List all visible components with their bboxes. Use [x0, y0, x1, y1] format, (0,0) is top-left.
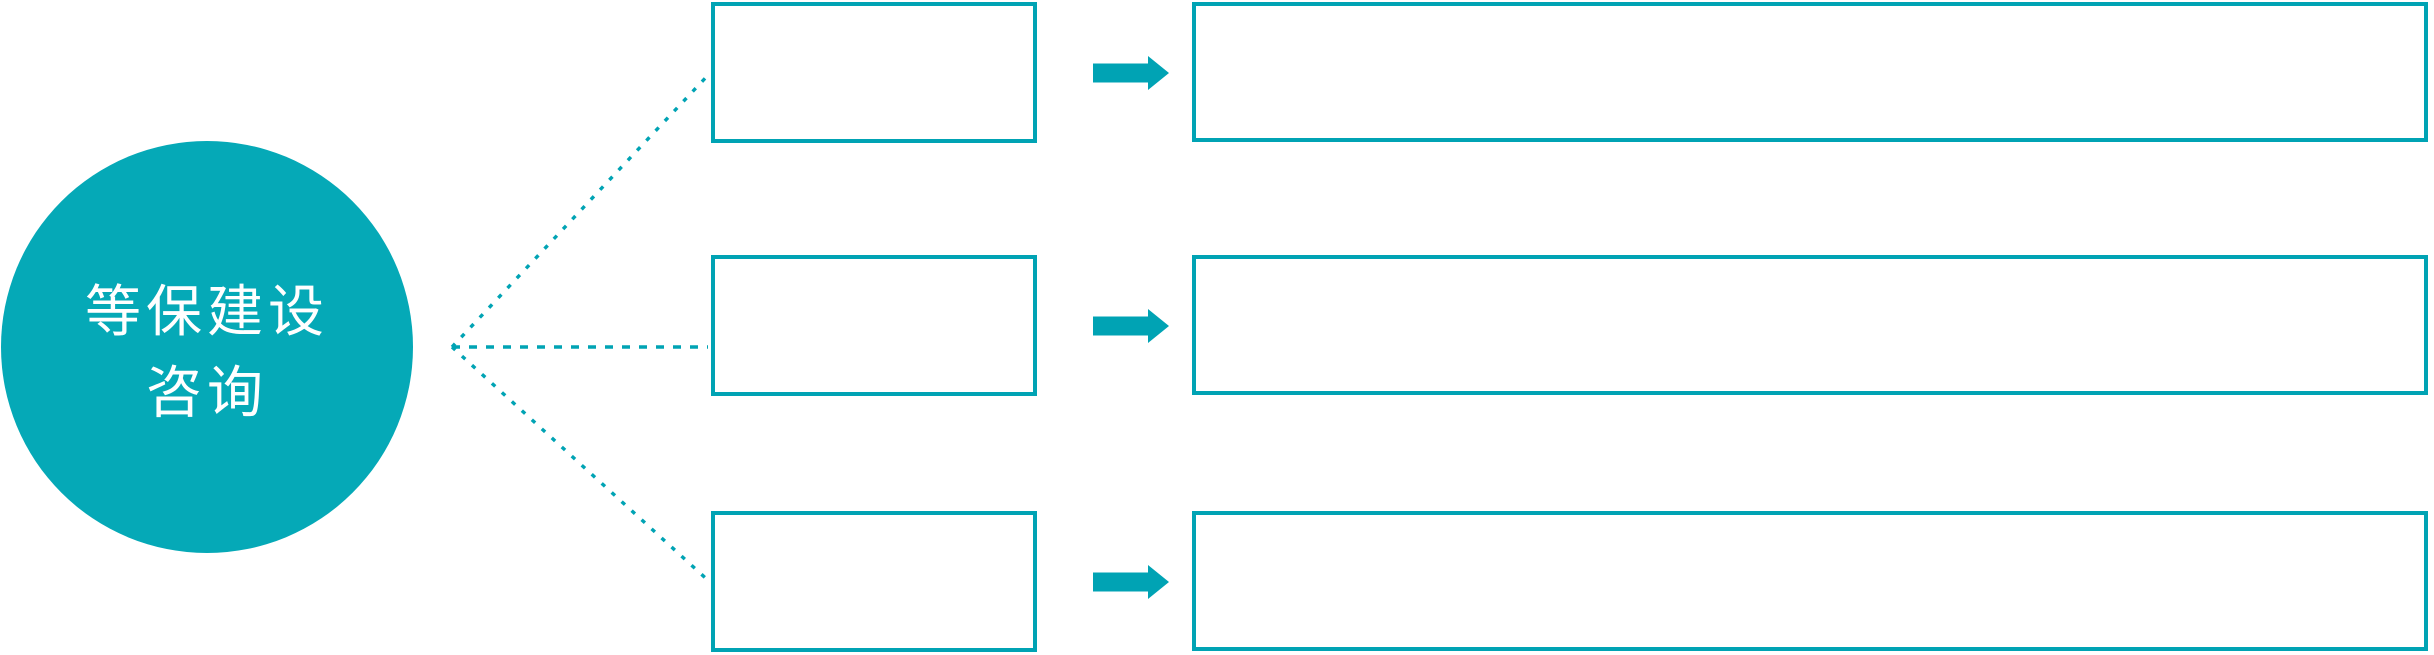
arrow-right-icon	[1093, 309, 1169, 343]
dotted-connector-bottom	[450, 345, 713, 585]
arrow-right-icon	[1093, 56, 1169, 90]
arrow-right-icon	[1093, 565, 1169, 599]
detail-box-3	[1192, 511, 2428, 651]
detail-box-2	[1192, 255, 2428, 395]
step-box-2	[711, 255, 1037, 396]
step-box-1	[711, 2, 1037, 143]
step-box-3	[711, 511, 1037, 652]
detail-box-1	[1192, 2, 2428, 142]
topic-label: 等保建设 咨询	[85, 273, 329, 434]
topic-label-line2: 咨询	[146, 361, 268, 426]
topic-circle: 等保建设 咨询	[1, 141, 413, 553]
topic-label-line1: 等保建设	[85, 280, 329, 346]
dotted-connector-top	[450, 70, 713, 349]
